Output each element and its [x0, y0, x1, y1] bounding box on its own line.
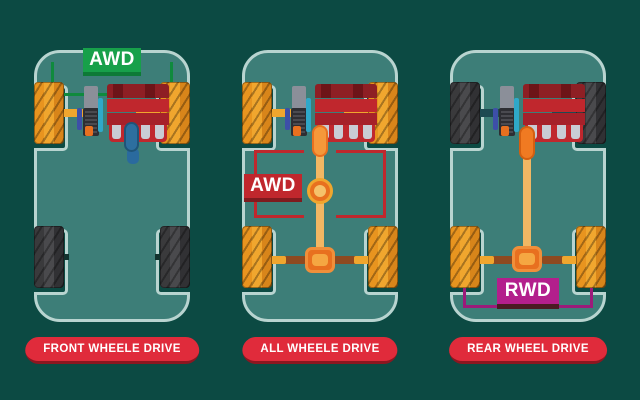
- transfer-case-awd: [312, 125, 328, 157]
- awd-bracket-bottom-right: [336, 215, 386, 218]
- gearbox-shaft-stub: [285, 108, 290, 130]
- hub-rear-right: [155, 254, 160, 260]
- centre-differential-awd: [307, 178, 333, 204]
- panel-rear-wheel-drive: RWD REAR WHEEL DRIVE: [430, 0, 626, 400]
- engine-block-lower: [523, 113, 585, 125]
- tire-tread: [450, 82, 480, 144]
- hub-rear-left: [64, 254, 69, 260]
- badge-rwd: RWD: [497, 278, 559, 309]
- driveshaft-rwd: [523, 152, 531, 256]
- engine-rwd: [523, 84, 585, 144]
- caption-front-wheel-drive: FRONT WHEELE DRIVE: [25, 337, 199, 364]
- gearbox-rwd: [492, 86, 524, 140]
- gearbox-mount: [293, 126, 301, 136]
- awd-bracket-bottom-left: [254, 215, 304, 218]
- gearbox-linkage: [306, 98, 311, 132]
- caption-rear-wheel-drive: REAR WHEEL DRIVE: [449, 337, 607, 364]
- halfshaft-rear-left-inner: [490, 256, 514, 264]
- caption-all-wheel-drive: ALL WHEELE DRIVE: [242, 337, 398, 364]
- tire-rear-left: [34, 226, 64, 288]
- awd-bracket-top-left: [254, 150, 304, 153]
- engine-block-lower: [315, 113, 377, 125]
- gearbox-linkage: [98, 98, 103, 132]
- tire-rear-right: [368, 226, 398, 288]
- tire-tread: [242, 82, 272, 144]
- engine-block-lower: [107, 113, 169, 125]
- tire-tread: [576, 226, 606, 288]
- gearbox-shaft-stub: [77, 108, 82, 130]
- engine-head: [315, 84, 377, 98]
- axle-front-left: [270, 109, 296, 117]
- driveshaft-lower-awd: [316, 200, 324, 254]
- tire-front-left: [450, 82, 480, 144]
- tire-rear-left: [242, 226, 272, 288]
- tire-rear-right: [160, 226, 190, 288]
- transmission-output-rwd: [519, 126, 535, 160]
- halfshaft-rear-right-inner: [334, 256, 358, 264]
- engine-awd: [315, 84, 377, 144]
- tire-tread: [368, 226, 398, 288]
- rear-differential-rwd: [512, 246, 542, 272]
- gearbox-housing: [84, 86, 98, 110]
- engine-block-upper: [523, 99, 585, 112]
- badge-awd-front: AWD: [83, 48, 141, 76]
- axle-rear-right: [562, 256, 578, 264]
- gearbox-linkage: [514, 98, 519, 132]
- driveshaft-upper-awd: [316, 150, 324, 190]
- engine-block-upper: [315, 99, 377, 112]
- exhaust-pipe-front: [127, 148, 139, 164]
- gearbox-mount: [85, 126, 93, 136]
- tire-rear-right: [576, 226, 606, 288]
- panel-front-wheel-drive: AWD: [14, 0, 210, 400]
- driveshaft-stub-front: [124, 122, 139, 152]
- tire-tread: [34, 226, 64, 288]
- tire-tread: [160, 226, 190, 288]
- engine-head: [523, 84, 585, 98]
- panel-all-wheel-drive: AWD ALL WHEELE DRIVE: [222, 0, 418, 400]
- tire-front-left: [34, 82, 64, 144]
- awd-bracket-top-right: [336, 150, 386, 153]
- halfshaft-rear-right-inner: [542, 256, 566, 264]
- tire-rear-left: [450, 226, 480, 288]
- tire-front-left: [242, 82, 272, 144]
- gearbox-front: [76, 86, 108, 140]
- halfshaft-rear-left-inner: [282, 256, 306, 264]
- badge-awd-all: AWD: [244, 174, 302, 202]
- rear-differential-awd: [305, 247, 335, 273]
- tire-tread: [34, 82, 64, 144]
- gearbox-awd: [284, 86, 316, 140]
- axle-front-left: [478, 109, 504, 117]
- engine-block-upper: [107, 99, 169, 112]
- engine-head: [107, 84, 169, 98]
- axle-rear-left: [478, 256, 494, 264]
- tire-tread: [450, 226, 480, 288]
- gearbox-shaft-stub: [493, 108, 498, 130]
- axle-front-left: [62, 109, 88, 117]
- gearbox-housing: [500, 86, 514, 110]
- gearbox-housing: [292, 86, 306, 110]
- axle-rear-left: [270, 256, 286, 264]
- gearbox-mount: [501, 126, 509, 136]
- axle-rear-right: [354, 256, 370, 264]
- tire-tread: [242, 226, 272, 288]
